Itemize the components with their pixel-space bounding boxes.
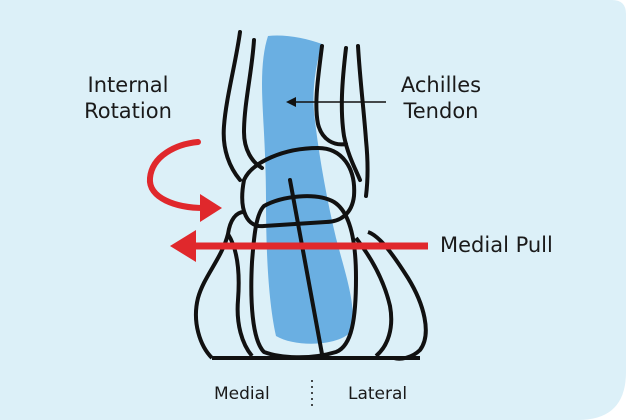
- lateral-label: Lateral: [348, 384, 407, 405]
- medial-label: Medial: [214, 384, 270, 405]
- medial-pull-label: Medial Pull: [440, 232, 553, 258]
- achilles-tendon-line-1: Achilles: [386, 72, 496, 98]
- achilles-tendon-line-2: Tendon: [386, 98, 496, 124]
- internal-rotation-label: Internal Rotation: [76, 72, 180, 125]
- achilles-tendon-label: Achilles Tendon: [386, 72, 496, 125]
- internal-rotation-line-2: Rotation: [76, 98, 180, 124]
- internal-rotation-line-1: Internal: [76, 72, 180, 98]
